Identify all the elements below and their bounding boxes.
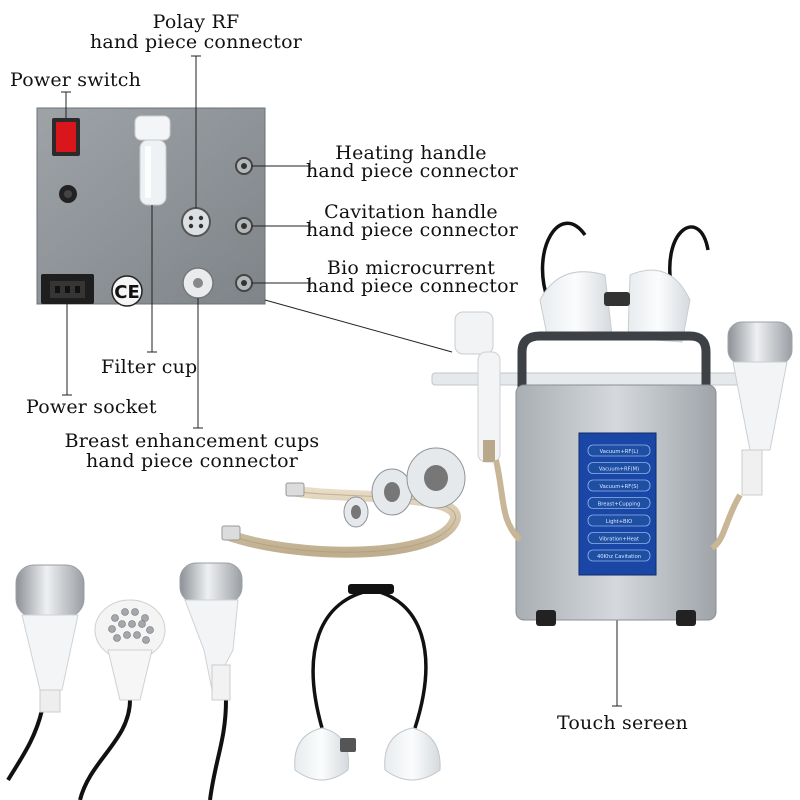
polay-rf-connector-icon: [181, 207, 211, 237]
screen-menu: Vacuum+RF(L) Vacuum+RF(M) Vacuum+RF(S) Brea…: [587, 444, 651, 562]
label-cavitation-sub: hand piece connector: [306, 219, 519, 241]
screen-menu-button[interactable]: [587, 444, 651, 457]
leader-lines: [61, 55, 622, 707]
label-polay-rf: Polay RF: [152, 11, 240, 33]
screen-menu-label: Breast+Cupping: [598, 501, 641, 507]
label-cavitation: Cavitation handle: [324, 201, 498, 223]
ce-icon: [111, 275, 143, 307]
screen-menu-button[interactable]: [587, 532, 651, 544]
label-heating-sub: hand piece connector: [306, 160, 519, 182]
screen-menu-button[interactable]: [587, 549, 651, 562]
label-bio: Bio microcurrent: [326, 257, 496, 279]
screen-menu-button[interactable]: [587, 462, 651, 474]
label-bio-sub: hand piece connector: [306, 275, 519, 297]
back-panel: CE: [36, 107, 266, 307]
screen-menu-label: 40Khz Cavitation: [597, 554, 641, 560]
label-polay-rf-sub: hand piece connector: [89, 31, 302, 53]
screen-menu-label: Light+BIO: [606, 519, 632, 525]
label-power-socket: Power socket: [26, 396, 157, 418]
bio-microcurrent-handpiece: [78, 599, 166, 800]
label-filter-cup: Filter cup: [101, 356, 198, 378]
cavitation-handpiece: [6, 564, 85, 782]
screen-menu-label: Vacuum+RF(S): [599, 484, 638, 490]
label-breast-cups-sub: hand piece connector: [85, 450, 298, 472]
heating-handpiece: [179, 562, 243, 800]
filter-cup-icon: [134, 115, 171, 206]
svg-text:CE: CE: [114, 282, 140, 303]
label-power-switch: Power switch: [10, 69, 142, 91]
label-touch-screen: Touch sereen: [557, 712, 688, 734]
screen-menu-label: Vacuum+RF(L): [600, 449, 639, 455]
screen-menu-label: Vacuum+RF(M): [599, 466, 639, 472]
label-heating: Heating handle: [335, 142, 487, 164]
label-breast-cups: Breast enhancement cups: [64, 430, 320, 452]
breast-cups: [294, 584, 441, 781]
screen-menu-label: Vibration+Heat: [599, 536, 639, 542]
screen-menu-button[interactable]: [587, 479, 651, 492]
screen-menu-button[interactable]: [587, 497, 651, 509]
breast-hose-assembly: [221, 447, 466, 558]
screen-menu-button[interactable]: [587, 514, 651, 527]
